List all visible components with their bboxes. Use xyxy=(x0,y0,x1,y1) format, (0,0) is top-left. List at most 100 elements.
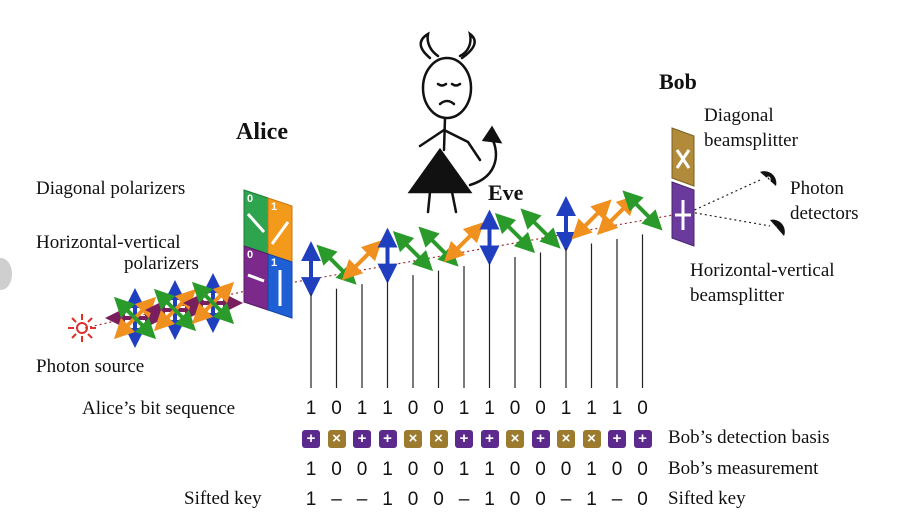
bob-measurement-5: 0 xyxy=(433,459,444,480)
polarized-photons xyxy=(301,190,663,298)
bob-measurement-1: 0 xyxy=(331,459,342,480)
hv-polarizers-label-2: polarizers xyxy=(124,253,199,274)
alice-bit-3: 1 xyxy=(382,398,393,419)
alice-bit-5: 0 xyxy=(433,398,444,419)
alice-bit-13: 0 xyxy=(637,398,648,419)
diagonal-basis-icon-1: × xyxy=(327,430,346,448)
unpolarized-photons xyxy=(105,273,243,348)
alice-bit-11: 1 xyxy=(586,398,597,419)
alice-bits-label: Alice’s bit sequence xyxy=(82,398,236,419)
diagonal-basis-icon-5: × xyxy=(429,430,448,448)
hv-bs-label-2: beamsplitter xyxy=(690,285,784,306)
alice-bit-4: 0 xyxy=(407,398,419,419)
sifted-key-0: 1 xyxy=(305,489,317,510)
hv-polarizers-label-1: Horizontal-vertical xyxy=(36,232,181,253)
sifted-key-11: 1 xyxy=(586,489,597,510)
edge-scroll-handle[interactable] xyxy=(0,258,12,290)
hv-basis-icon-6: + xyxy=(455,430,473,448)
bob-basis-label: Bob’s detection basis xyxy=(668,427,830,448)
polarizer-bit-1: 1 xyxy=(271,201,277,213)
eve-figure-icon xyxy=(407,31,503,214)
sifted-key-5: 0 xyxy=(433,489,444,510)
photon-source-label: Photon source xyxy=(36,356,145,377)
sifted-key-right-label: Sifted key xyxy=(668,488,746,509)
star-diagdown-0 xyxy=(113,296,157,340)
sifted-key-8: 0 xyxy=(509,489,521,510)
star-diagdown-1 xyxy=(153,288,197,332)
sifted-key-9: 0 xyxy=(535,489,546,510)
photon-2 xyxy=(341,240,383,281)
bob-label: Bob xyxy=(659,69,697,94)
sifted-key-3: 1 xyxy=(382,489,393,510)
alice-bit-0: 1 xyxy=(305,398,317,419)
hv-basis-icon-0: + xyxy=(302,430,320,448)
photon-6 xyxy=(443,221,485,263)
hv-basis-icon-2: + xyxy=(353,430,371,448)
diagonal-bs-label-1: Diagonal xyxy=(704,105,774,126)
photon-detector-0-icon xyxy=(760,171,777,186)
photon-8 xyxy=(494,212,536,254)
hv-basis-icon-3: + xyxy=(378,430,397,448)
bob-measurement-7: 1 xyxy=(484,459,495,480)
sifted-key-6: – xyxy=(458,489,470,510)
sifted-key-1: – xyxy=(331,489,342,510)
diagonal-basis-icon-10: × xyxy=(557,430,575,448)
sifted-key-left-label: Sifted key xyxy=(184,488,262,509)
alice-bit-8: 0 xyxy=(509,398,521,419)
bob-measurement-6: 1 xyxy=(458,459,470,480)
alice-bit-2: 1 xyxy=(356,398,368,419)
sifted-key-4: 0 xyxy=(407,489,419,510)
alice-bit-9: 0 xyxy=(535,398,546,419)
star-diagdown-2 xyxy=(191,281,235,325)
bob-measurement-12: 0 xyxy=(611,459,623,480)
polarizer-bit-0b: 0 xyxy=(247,249,253,261)
photon-detector-1-icon xyxy=(770,219,785,236)
alice-bit-10: 1 xyxy=(560,398,572,419)
diagonal-basis-icon-11: × xyxy=(582,430,601,448)
diagonal-polarizers-label: Diagonal polarizers xyxy=(36,178,186,199)
photon-12 xyxy=(596,194,638,236)
photon-11 xyxy=(571,199,612,240)
hv-basis-icon-13: + xyxy=(633,430,652,448)
photon-5 xyxy=(418,226,459,267)
photon-detectors-label-1: Photon xyxy=(790,178,844,199)
photon-4 xyxy=(392,231,434,272)
sifted-key-7: 1 xyxy=(484,489,495,510)
photon-source-icon xyxy=(68,314,96,342)
bob-measurement-2: 0 xyxy=(356,459,368,480)
alice-label: Alice xyxy=(236,119,288,145)
bob-measurement-11: 1 xyxy=(586,459,597,480)
alice-bit-6: 1 xyxy=(458,398,470,419)
sifted-key-12: – xyxy=(611,489,623,510)
polarizer-bit-0: 0 xyxy=(247,193,253,205)
photon-9 xyxy=(520,208,561,249)
bob-measurement-label: Bob’s measurement xyxy=(668,458,819,479)
bob-measurement-4: 0 xyxy=(407,459,419,480)
photon-detectors-label-2: detectors xyxy=(790,203,859,224)
alice-bit-7: 1 xyxy=(484,398,495,419)
hv-basis-icon-12: + xyxy=(608,430,626,448)
detector-label-0: 0 xyxy=(766,175,771,185)
hv-basis-icon-9: + xyxy=(531,430,550,448)
detector-path-0 xyxy=(689,179,761,213)
detector-path-1 xyxy=(689,211,771,227)
diagonal-basis-icon-8: × xyxy=(506,430,524,448)
photon-13 xyxy=(622,190,663,231)
polarizer-bit-1b: 1 xyxy=(271,257,277,269)
bob-measurement-3: 1 xyxy=(382,459,393,480)
diagonal-bs-label-2: beamsplitter xyxy=(704,130,798,151)
alice-bit-1: 0 xyxy=(331,398,342,419)
bob-measurement-0: 1 xyxy=(305,459,317,480)
alice-bit-12: 1 xyxy=(611,398,623,419)
hv-bs-label-1: Horizontal-vertical xyxy=(690,260,835,281)
bob-measurement-8: 0 xyxy=(509,459,521,480)
bob-measurement-9: 0 xyxy=(535,459,546,480)
eve-label: Eve xyxy=(488,180,524,205)
diagonal-basis-icon-4: × xyxy=(404,430,422,448)
hv-basis-icon-7: + xyxy=(480,430,499,448)
sifted-key-10: – xyxy=(560,489,572,510)
bob-beamsplitters xyxy=(671,127,695,247)
bob-measurement-10: 0 xyxy=(560,459,572,480)
bob-measurement-13: 0 xyxy=(637,459,648,480)
photon-1 xyxy=(316,244,357,285)
